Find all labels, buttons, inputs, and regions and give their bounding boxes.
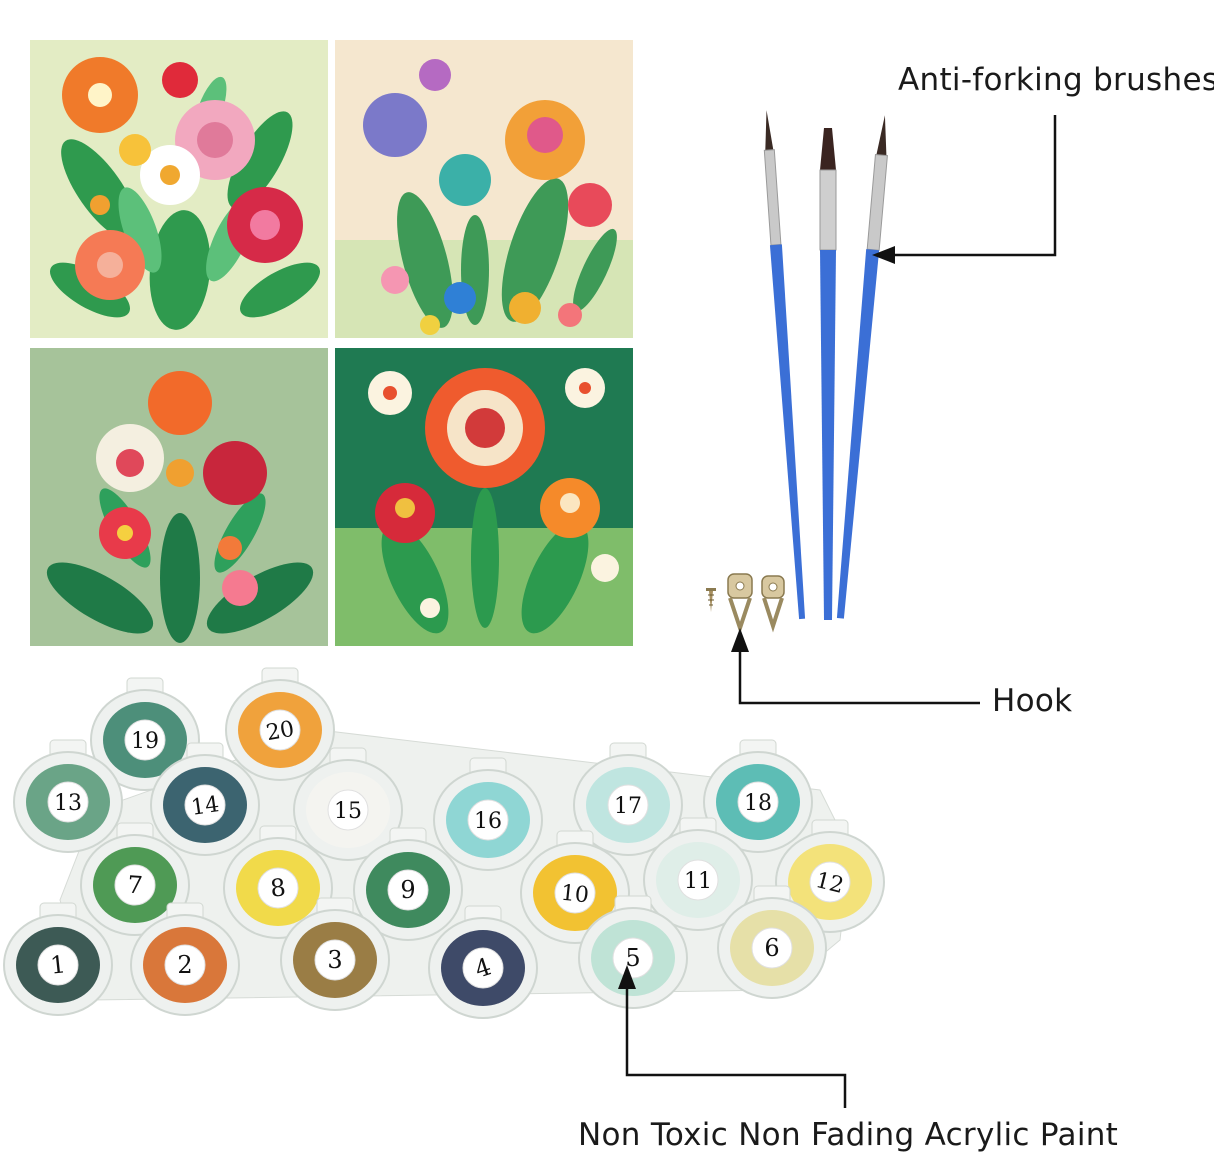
brush-3 xyxy=(836,115,888,619)
brushes-callout-label: Anti-forking brushes xyxy=(898,62,1214,98)
painting-1 xyxy=(30,40,328,338)
paint-pot-number: 1 xyxy=(49,950,67,979)
brushes-arrow-icon xyxy=(872,246,895,264)
paint-pot-number: 9 xyxy=(400,876,415,904)
paint-pot-16: 16 xyxy=(433,757,543,871)
paint-pot-number: 14 xyxy=(190,792,221,821)
hook-callout-label: Hook xyxy=(992,683,1073,719)
painting-4 xyxy=(335,348,633,646)
paint-callout-label: Non Toxic Non Fading Acrylic Paint xyxy=(578,1117,1119,1153)
painting-2 xyxy=(335,40,633,338)
brush-2 xyxy=(819,128,837,620)
paint-pot-17: 17 xyxy=(573,742,683,856)
paint-pot-number: 20 xyxy=(264,717,296,746)
paint-pot-11: 11 xyxy=(643,817,753,931)
hanger-icon-2 xyxy=(761,575,785,633)
paint-pot-1: 1 xyxy=(3,902,113,1016)
hook-illustration xyxy=(706,573,785,635)
paint-pot-number: 17 xyxy=(614,794,642,819)
brushes-illustration xyxy=(763,110,888,620)
paint-pot-18: 18 xyxy=(703,739,813,853)
hook-arrow-icon xyxy=(731,628,749,652)
paint-pot-number: 19 xyxy=(131,729,159,754)
paint-pot-number: 15 xyxy=(334,799,362,824)
paint-pot-number: 16 xyxy=(474,809,502,834)
brushes-callout-line xyxy=(885,115,1057,257)
paint-pot-number: 18 xyxy=(744,791,772,816)
brush-1 xyxy=(763,110,806,620)
hook-callout-line xyxy=(738,642,980,705)
painting-3 xyxy=(30,348,328,646)
paint-pot-9: 9 xyxy=(353,827,463,941)
paint-pot-number: 13 xyxy=(54,791,82,816)
paint-pot-8: 8 xyxy=(223,825,333,939)
paint-pot-number: 3 xyxy=(327,946,342,974)
paint-pot-4: 4 xyxy=(428,905,538,1019)
paint-arrow-icon xyxy=(618,965,636,989)
paint-pot-number: 6 xyxy=(764,934,779,962)
paint-pot-number: 2 xyxy=(177,951,192,979)
paint-pot-number: 10 xyxy=(560,881,590,909)
paint-pot-number: 8 xyxy=(269,873,287,902)
screw-icon xyxy=(706,588,716,612)
paint-pot-20: 20 xyxy=(225,667,335,781)
paint-pot-6: 6 xyxy=(717,885,827,999)
paint-pot-2: 2 xyxy=(130,902,240,1016)
paint-callout-line xyxy=(625,978,847,1108)
paint-pot-3: 3 xyxy=(280,897,390,1011)
paint-pot-number: 11 xyxy=(684,869,712,894)
paint-pot-13: 13 xyxy=(13,739,123,853)
paint-pot-number: 7 xyxy=(126,871,143,900)
paint-pot-number: 5 xyxy=(625,944,640,972)
paint-pot-14: 14 xyxy=(150,742,260,856)
paint-pot-5: 5 xyxy=(578,895,688,1009)
paint-pot-15: 15 xyxy=(293,747,403,861)
paint-pot-7: 7 xyxy=(80,822,190,936)
